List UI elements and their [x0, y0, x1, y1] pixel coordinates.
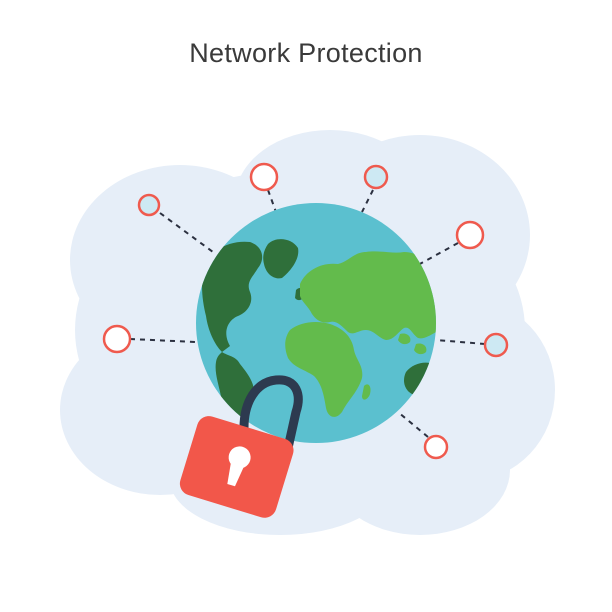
network-node-icon	[455, 220, 485, 250]
network-node-icon	[423, 434, 449, 460]
padlock-icon	[179, 375, 303, 518]
page-title: Network Protection	[189, 38, 423, 68]
network-connectors	[129, 189, 486, 438]
network-node-icon	[249, 162, 279, 192]
connector-line	[397, 411, 429, 438]
network-node-icon	[483, 332, 509, 358]
network-nodes	[102, 162, 509, 460]
network-node-icon	[137, 193, 161, 217]
keyhole-icon	[227, 446, 251, 487]
connector-line	[361, 189, 374, 213]
connector-line	[129, 338, 197, 343]
connector-line	[435, 339, 486, 345]
network-node-icon	[102, 324, 132, 354]
connector-line	[159, 212, 214, 253]
connector-line	[417, 242, 459, 266]
network-node-icon	[363, 164, 389, 190]
connector-line	[267, 189, 277, 213]
